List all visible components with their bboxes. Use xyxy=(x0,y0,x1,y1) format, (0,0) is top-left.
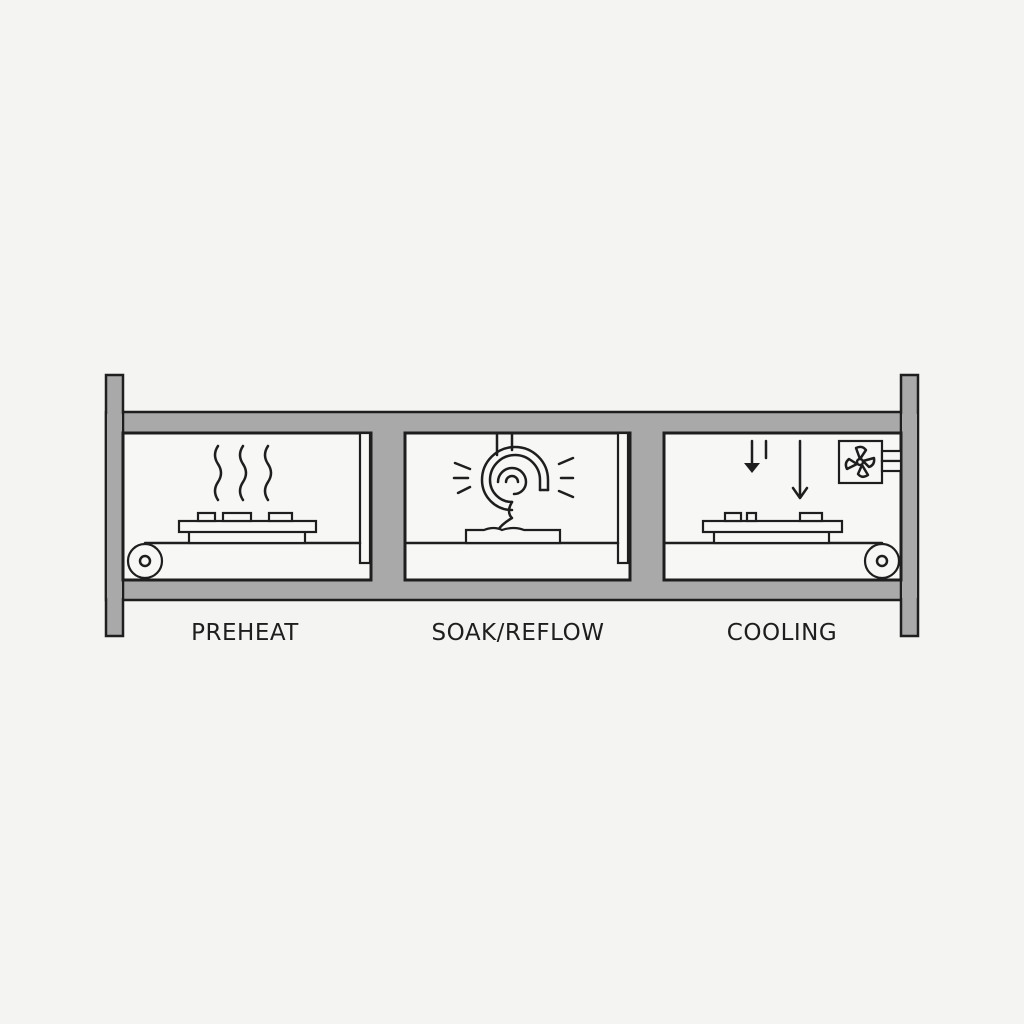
reflow-chamber xyxy=(403,431,632,582)
roller-hub xyxy=(138,554,152,568)
reflow-room xyxy=(403,431,632,582)
pcb-board xyxy=(177,511,318,545)
reflow-door-panel xyxy=(616,431,630,565)
cooling-chamber xyxy=(662,431,903,582)
preheat-chamber xyxy=(121,431,373,582)
pcb-board xyxy=(701,511,844,545)
cool-air-arrows-icon xyxy=(744,439,809,500)
conveyor-roller xyxy=(863,542,901,580)
preheat-room xyxy=(121,431,373,582)
right-post-joint xyxy=(902,414,917,598)
preheat-door-panel xyxy=(358,431,372,565)
heating-coil-icon xyxy=(480,431,550,532)
preheat-label: PREHEAT xyxy=(191,620,299,646)
fan-icon xyxy=(837,439,903,485)
soak-reflow-label: SOAK/REFLOW xyxy=(432,620,605,646)
molten-solder-pcb xyxy=(464,526,562,545)
left-post-joint xyxy=(107,414,122,598)
conveyor-roller xyxy=(126,542,164,580)
heat-waves-icon xyxy=(213,444,273,502)
roller-hub xyxy=(875,554,889,568)
cooling-label: COOLING xyxy=(727,620,837,646)
radiating-heat-lines xyxy=(452,456,575,499)
